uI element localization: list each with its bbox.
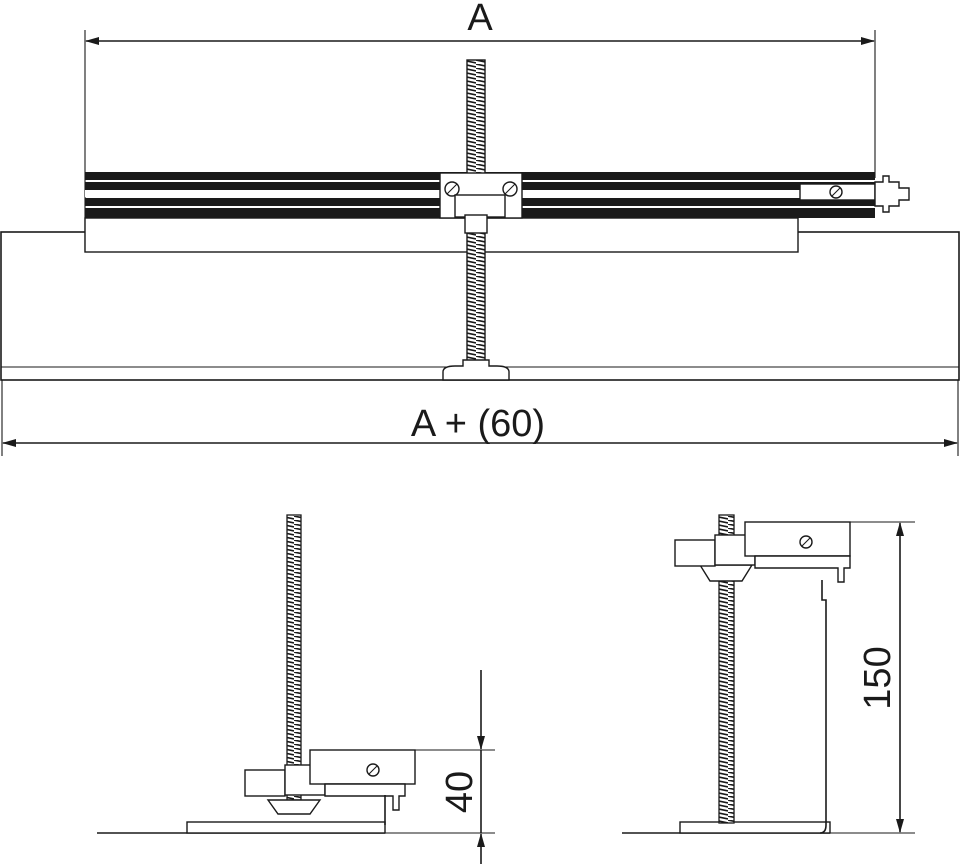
side-view-minimum: 40 xyxy=(97,514,495,864)
rod-clamp xyxy=(439,172,523,234)
dimension-40: 40 xyxy=(340,670,495,864)
side-view-maximum: 150 xyxy=(622,514,915,834)
dimension-a: A xyxy=(84,0,876,252)
dimension-150: 150 xyxy=(770,521,915,834)
dimension-a-label: A xyxy=(467,0,493,39)
top-view: A A + xyxy=(0,0,960,456)
dimension-a-plus-60-label: A + (60) xyxy=(411,403,545,445)
cover-plate xyxy=(84,217,799,253)
dimension-a-plus-60: A + (60) xyxy=(1,380,959,456)
dimension-150-label: 150 xyxy=(857,646,899,709)
rod-foot xyxy=(442,359,510,381)
dimension-40-label: 40 xyxy=(439,771,481,813)
